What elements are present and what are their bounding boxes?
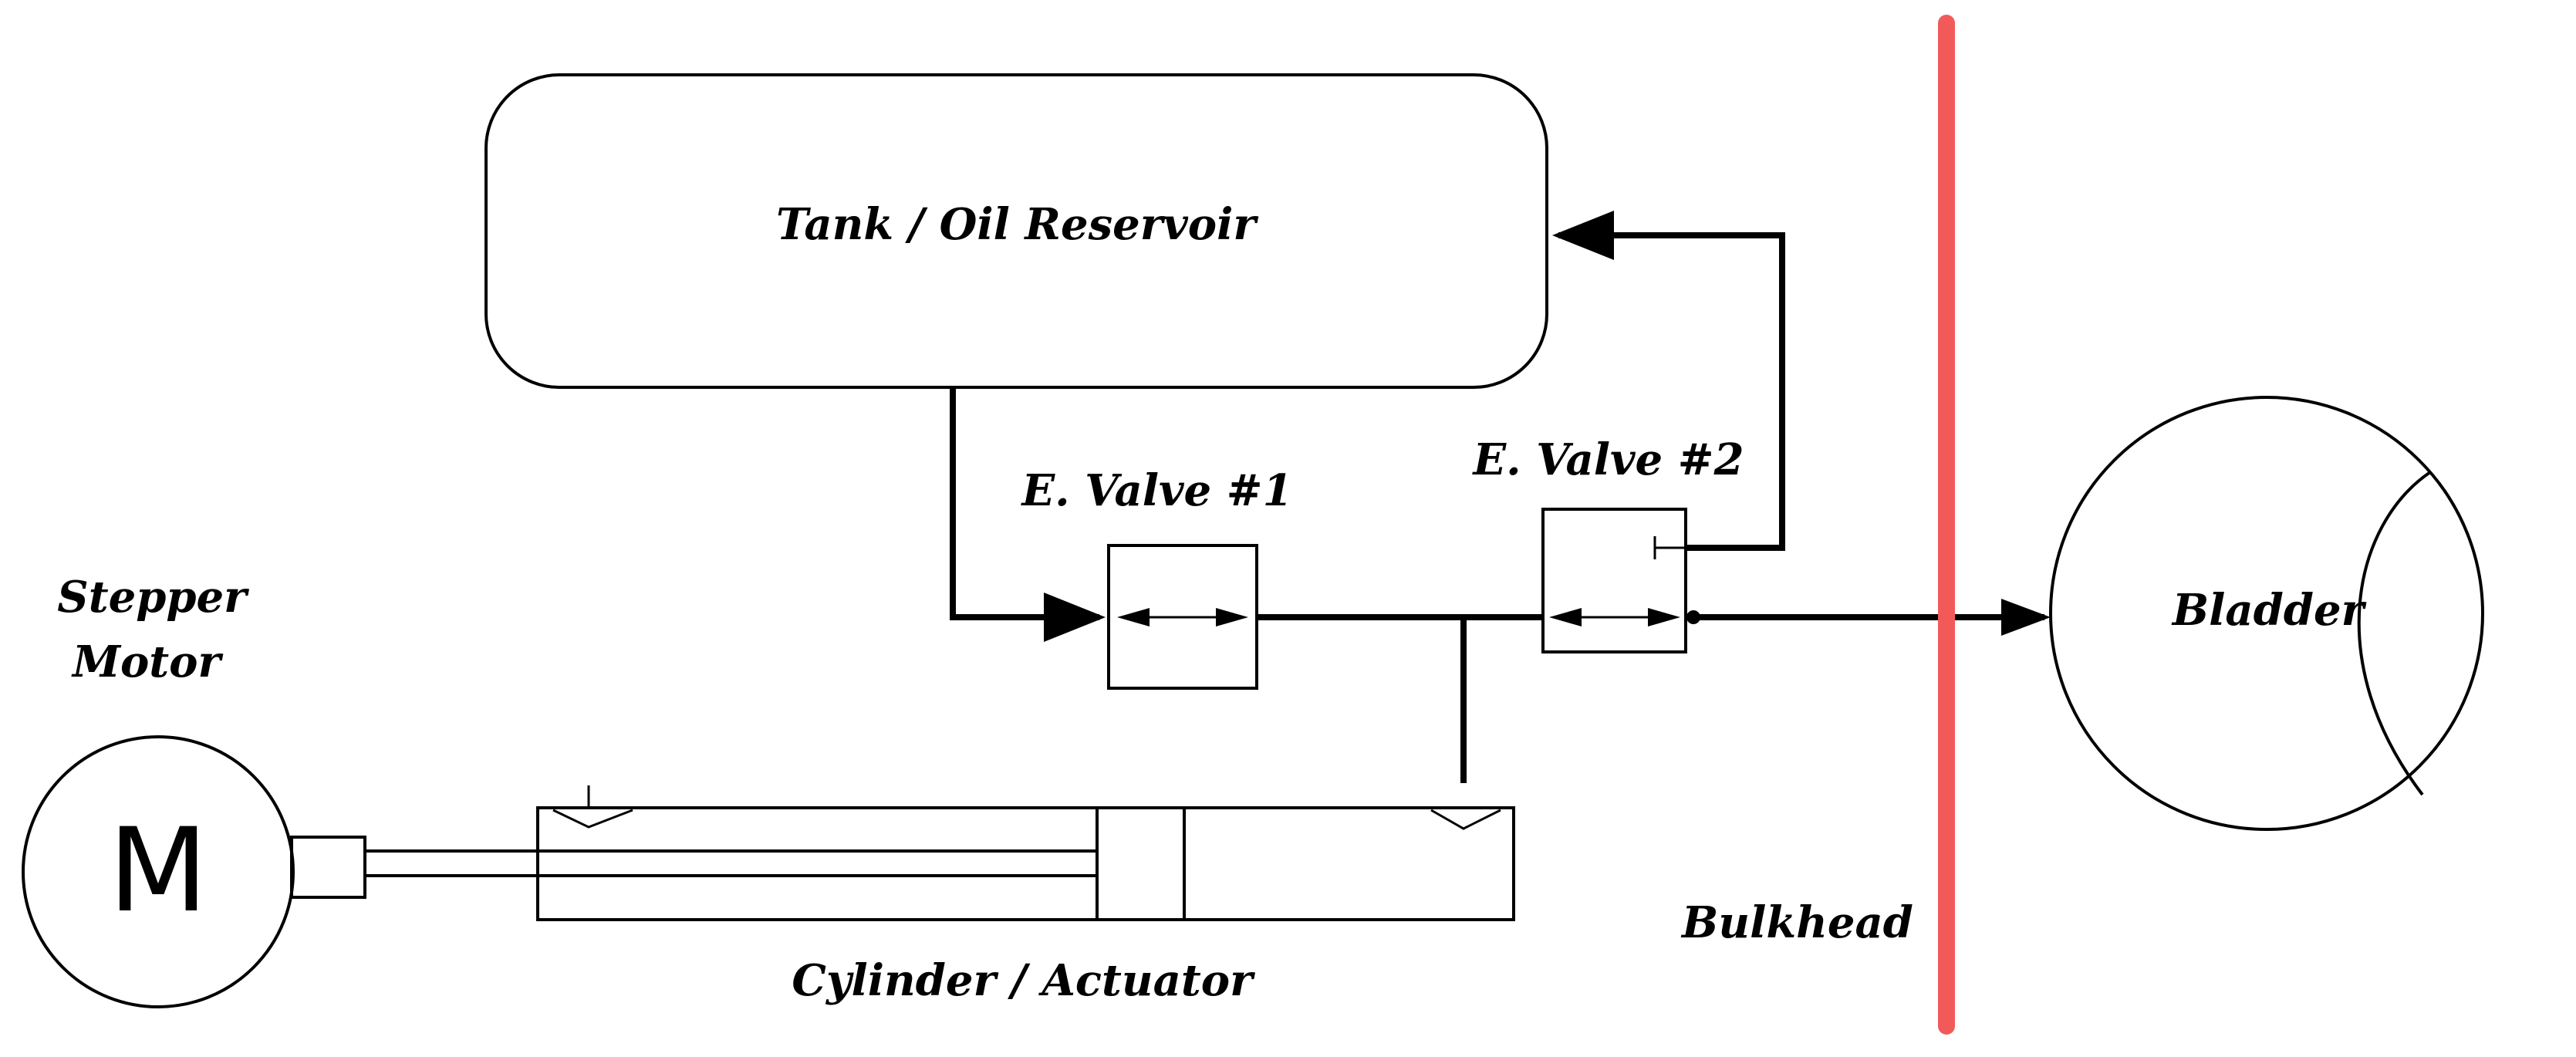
- stepper-label-line1: Stepper: [57, 572, 249, 623]
- tank-to-valve1-line: [950, 387, 1106, 642]
- bulkhead: Bulkhead: [1680, 15, 1955, 1035]
- valve1-arrow-left: [1117, 608, 1150, 626]
- motor-coupling: [290, 836, 366, 899]
- tank-oil-reservoir: Tank / Oil Reservoir: [484, 73, 1548, 389]
- cylinder-body: [536, 806, 1515, 921]
- valve1-arrow-right: [1216, 608, 1248, 626]
- motor-letter: M: [108, 804, 208, 938]
- tank-body: [484, 73, 1548, 389]
- valve2-arrow-right: [1648, 608, 1680, 626]
- valve2-arrow-left: [1549, 608, 1582, 626]
- bladder-label: Bladder: [2171, 585, 2367, 636]
- tank-label: Tank / Oil Reservoir: [776, 199, 1258, 250]
- bladder-membrane: [2357, 471, 2432, 796]
- bladder-outline: [2049, 396, 2484, 831]
- cylinder-actuator: Cylinder / Actuator: [536, 785, 1515, 1006]
- valve2-body: [1541, 508, 1687, 653]
- valve2-label: E. Valve #2: [1471, 434, 1744, 485]
- stepper-label-line2: Motor: [71, 637, 224, 687]
- e-valve-2: E. Valve #2: [1471, 434, 1744, 653]
- valve1-label: E. Valve #1: [1020, 465, 1292, 516]
- e-valve-1: E. Valve #1: [1020, 465, 1293, 690]
- stepper-motor: Stepper Motor M: [22, 572, 366, 1008]
- bladder: Bladder: [2049, 396, 2484, 831]
- valve2-to-bladder-line: [1686, 599, 2051, 636]
- cylinder-label: Cylinder / Actuator: [792, 955, 1255, 1006]
- piston-rod: [365, 849, 1097, 877]
- valve2-return-line: [1552, 211, 1785, 551]
- bulkhead-label: Bulkhead: [1680, 897, 1913, 948]
